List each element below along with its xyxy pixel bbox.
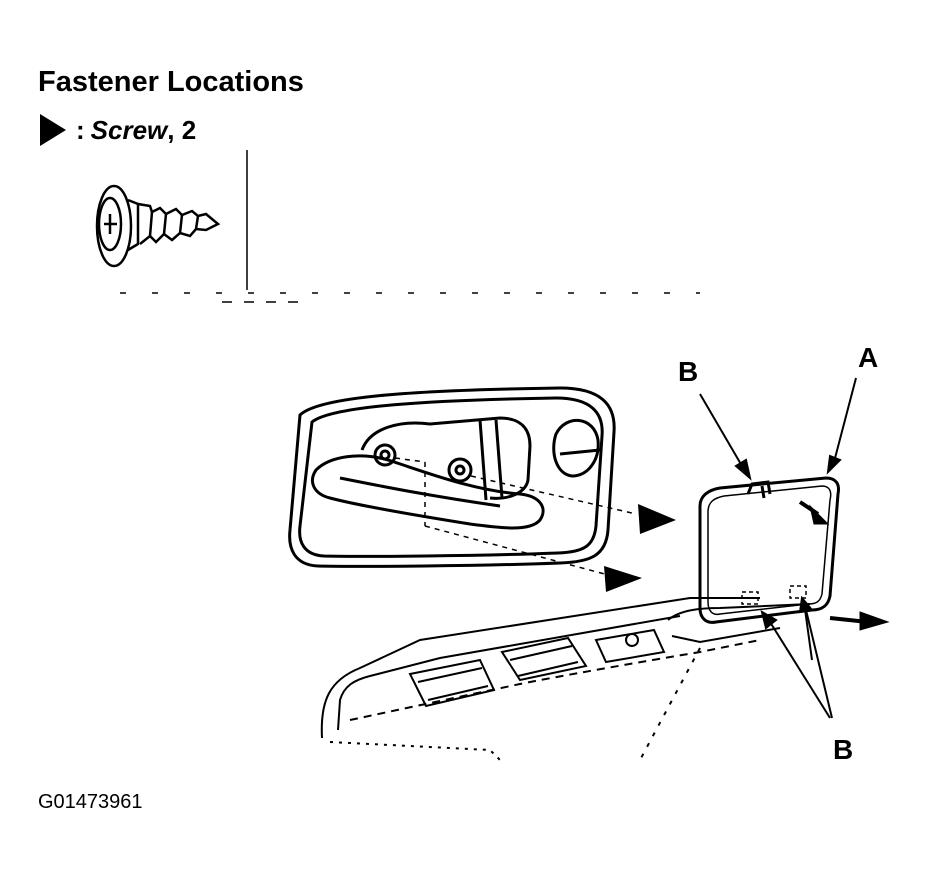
figure-code: G01473961: [38, 791, 143, 813]
page-title: Fastener Locations: [38, 66, 304, 98]
window-switch-panel: [320, 597, 813, 761]
legend-colon: :: [76, 114, 85, 145]
screw-leader-lines: [394, 457, 637, 577]
screw-location-arrow: [604, 504, 676, 592]
triangle-marker-icon: [40, 114, 66, 146]
legend-fastener-count: , 2: [167, 114, 197, 145]
callout-a: A: [858, 342, 879, 373]
screw-icon: [95, 184, 221, 268]
removal-direction-arrow: [798, 500, 890, 631]
callout-leaders: [699, 377, 857, 719]
fastener-legend: : Screw , 2: [38, 112, 196, 148]
legend-fastener-name: Screw: [90, 114, 168, 145]
callout-b-bottom: B: [833, 734, 854, 765]
callout-b-top: B: [678, 356, 699, 387]
door-handle-bezel: [288, 386, 616, 568]
legend-box-border: [120, 150, 700, 303]
cover-a: [698, 476, 840, 624]
